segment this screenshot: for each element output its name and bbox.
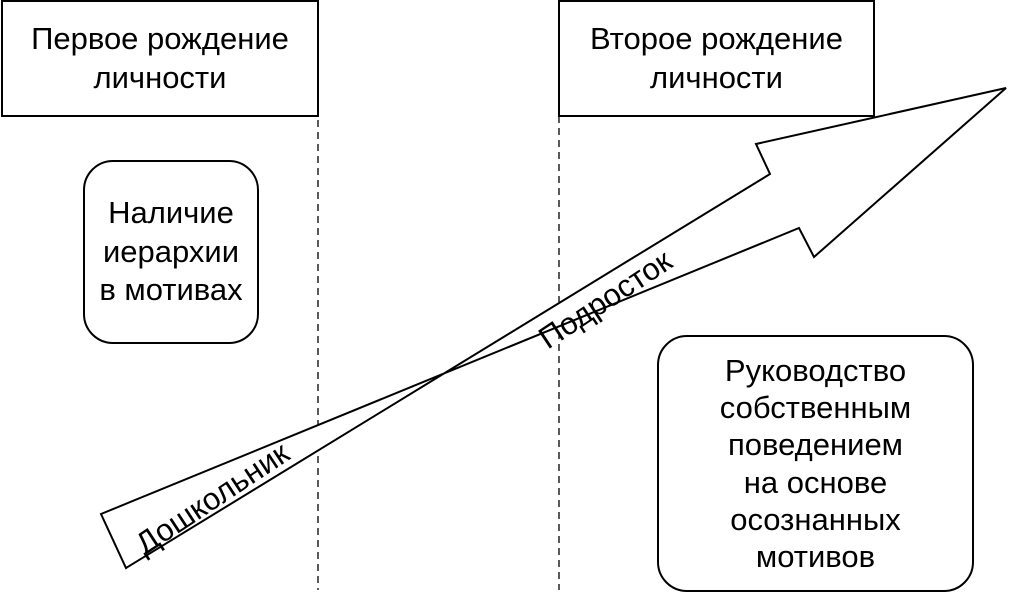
self-control-note-text: Руководство собственным поведением на ос… bbox=[719, 352, 912, 574]
hierarchy-note-text: Наличие иерархии в мотивах bbox=[99, 194, 243, 308]
first-birth-box: Первое рождение личности bbox=[1, 0, 319, 117]
self-control-note: Руководство собственным поведением на ос… bbox=[657, 335, 974, 592]
first-birth-label: Первое рождение личности bbox=[31, 20, 289, 95]
arrow-label-teenager: Подросток bbox=[532, 243, 678, 356]
second-birth-label: Второе рождение личности bbox=[590, 20, 843, 95]
hierarchy-note: Наличие иерархии в мотивах bbox=[83, 160, 259, 344]
second-birth-box: Второе рождение личности bbox=[558, 0, 875, 117]
development-arrow bbox=[99, 87, 1007, 570]
